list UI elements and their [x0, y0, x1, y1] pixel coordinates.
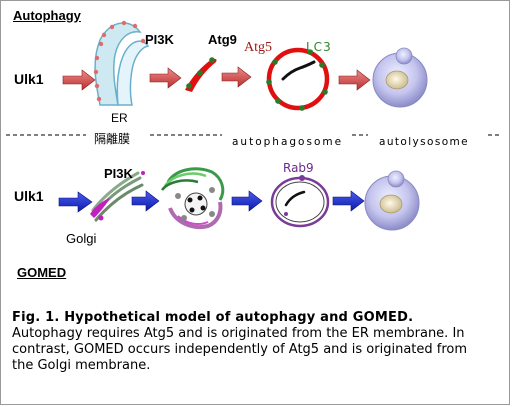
label-pi3k-bottom: PI3K	[104, 166, 134, 181]
arrow-golgi-to-cup	[131, 190, 160, 212]
label-lc3: LC3	[306, 40, 332, 54]
autolysosome-sphere-bottom	[364, 170, 420, 231]
label-atg9: Atg9	[208, 32, 237, 47]
arrow-ulk1-to-er	[62, 69, 96, 91]
arrow-ulk1-to-golgi	[58, 191, 93, 213]
label-ulk1-bottom: Ulk1	[14, 188, 44, 204]
label-pi3k-top: PI3K	[145, 32, 175, 47]
label-er: ER	[111, 111, 128, 125]
label-er-japanese: 隔離膜	[94, 132, 130, 146]
autophagosome-ring	[266, 47, 330, 111]
golgi-cup-shape	[161, 167, 225, 229]
arrow-autophagosome-to-autolysosome	[338, 69, 371, 91]
label-autolysosome: autolysosome	[379, 136, 469, 148]
golgi-shape	[90, 171, 145, 222]
arrow-phagophore-to-isolation	[221, 66, 252, 88]
arrow-vesicle-to-lysosome	[332, 190, 365, 212]
label-ulk1-top: Ulk1	[14, 71, 44, 87]
label-autophagosome: autophagosome	[232, 136, 343, 148]
phagophore-shape	[185, 57, 217, 92]
autolysosome-sphere-top	[372, 47, 428, 108]
caption-body: Autophagy requires Atg5 and is originate…	[12, 326, 468, 373]
arrow-cup-to-vesicle	[231, 190, 263, 212]
label-rab9: Rab9	[283, 161, 314, 175]
arrow-er-to-phagophore	[149, 67, 182, 89]
caption-title: Fig. 1. Hypothetical model of autophagy …	[12, 310, 414, 325]
er-membrane-shape	[93, 20, 150, 106]
label-atg5: Atg5	[244, 40, 272, 55]
label-golgi: Golgi	[66, 231, 96, 246]
header-gomed: GOMED	[17, 265, 67, 280]
figure-caption: Fig. 1. Hypothetical model of autophagy …	[12, 310, 492, 374]
header-autophagy: Autophagy	[13, 8, 81, 23]
rab9-vesicle	[270, 175, 330, 228]
